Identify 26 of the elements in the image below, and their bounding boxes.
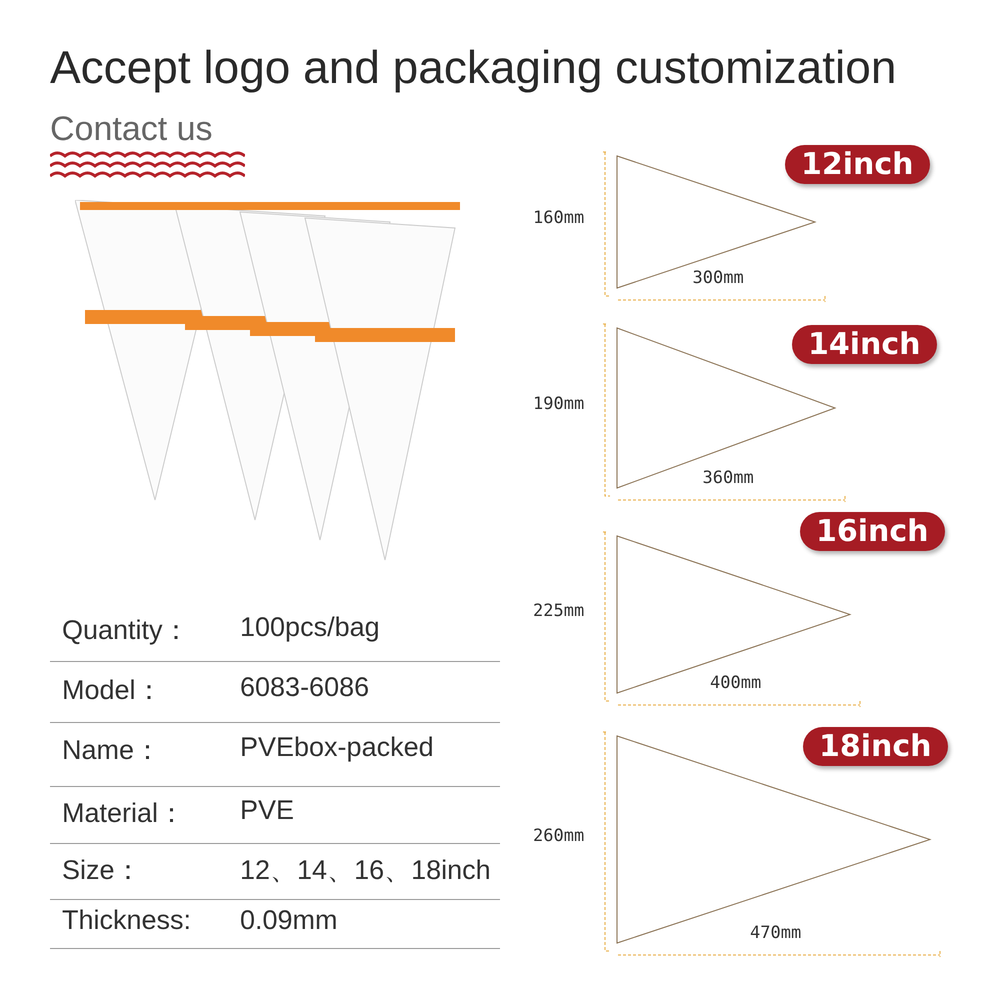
spec-value: PVEbox-packed [240, 732, 434, 763]
dimension-label: 160mm [533, 208, 584, 228]
size-badge: 14inch [792, 325, 937, 364]
dimension-label: 190mm [533, 394, 584, 414]
spec-label: Thickness: [62, 905, 192, 936]
dimension-label: 225mm [533, 600, 584, 620]
spec-label: Name： [62, 734, 162, 767]
dimension-label: 260mm [533, 826, 584, 846]
spec-value: 6083-6086 [240, 672, 370, 703]
dimension-label: 360mm [702, 468, 754, 488]
spec-label: Model： [62, 674, 163, 707]
spec-value: 100pcs/bag [240, 612, 380, 643]
dimension-label: 400mm [710, 673, 762, 693]
spec-label: Size： [62, 854, 142, 887]
dimension-label: 300mm [692, 268, 744, 288]
spec-value: 0.09mm [240, 905, 338, 936]
spec-label: Material： [62, 797, 186, 830]
size-badge: 16inch [800, 512, 945, 551]
size-badge: 18inch [803, 727, 948, 766]
spec-value: PVE [240, 795, 294, 826]
spec-label: Quantity： [62, 614, 190, 647]
page-title: Accept logo and packaging customization [50, 40, 896, 94]
spec-value: 12、14、16、18inch [240, 854, 491, 887]
size-badge: 12inch [785, 145, 930, 184]
dimension-label: 470mm [750, 923, 802, 943]
contact-heading: Contact us [50, 110, 213, 149]
